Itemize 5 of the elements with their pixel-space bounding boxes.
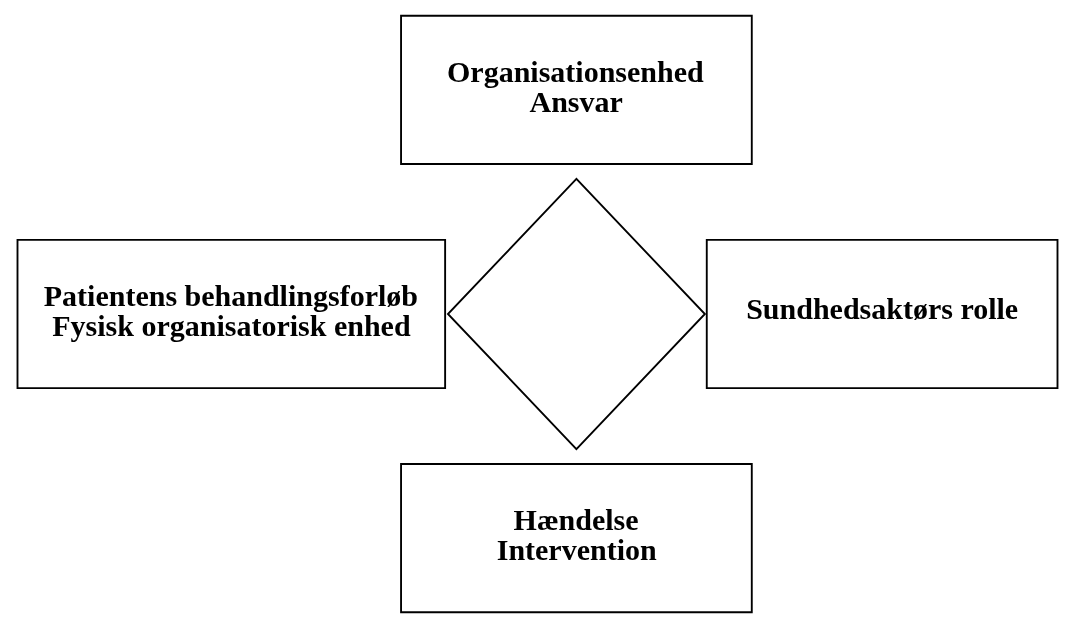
node-diamond bbox=[446, 177, 707, 451]
node-box: Organisationsenhed Ansvar bbox=[400, 14, 753, 165]
node-box: Hændelse Intervention bbox=[400, 463, 753, 614]
node-box: Patientens behandlingsforløb Fysisk organisatorisk enhed bbox=[16, 239, 447, 389]
node-box: Sundhedsaktørs rolle bbox=[705, 239, 1059, 389]
